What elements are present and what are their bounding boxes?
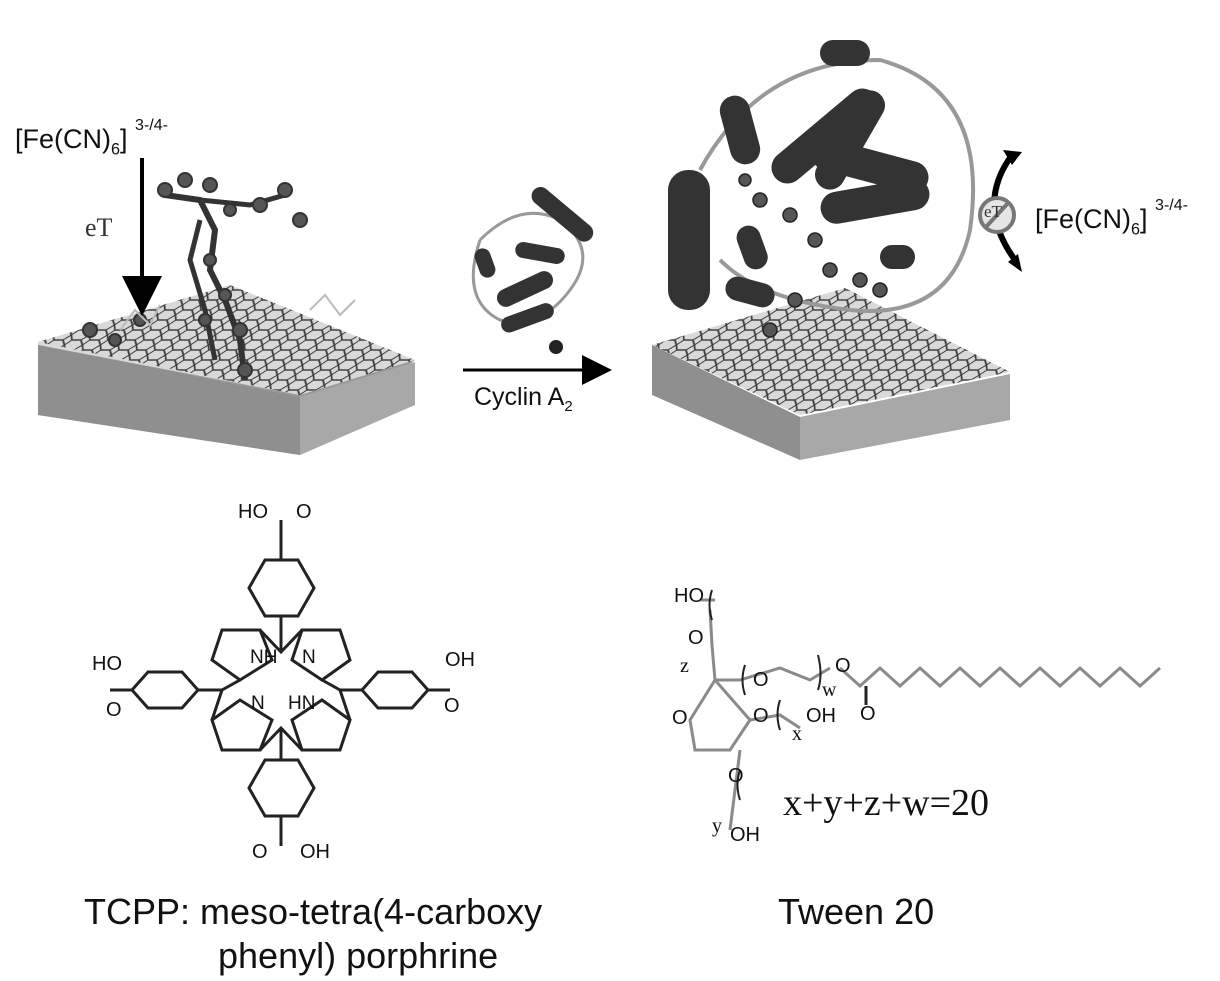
tween-x: x <box>792 723 802 745</box>
reagent-right: [Fe(CN)6] 3-/4- <box>1035 198 1188 238</box>
reagent-right-sup: 3-/4- <box>1155 197 1188 214</box>
reagent-left-close: ] <box>120 124 128 154</box>
arrow-label-base: Cyclin A <box>474 383 565 411</box>
bound-protein-complex <box>668 40 975 338</box>
tcpp-caption-line1: TCPP: meso-tetra(4-carboxy <box>84 891 543 932</box>
tcpp-ho-left: HO <box>92 653 122 675</box>
arrow-label: Cyclin A2 <box>474 383 573 415</box>
tween-y: y <box>712 815 722 837</box>
reagent-right-sub: 6 <box>1131 220 1141 239</box>
tween-brackets <box>708 589 822 801</box>
tcpp-nh: NH <box>250 647 278 668</box>
tcpp-molecule-model <box>82 172 308 381</box>
tween-formula: x+y+z+w=20 <box>783 782 990 824</box>
tween-o1: O <box>688 627 704 649</box>
tcpp-o-right: O <box>444 695 460 717</box>
left-electrode <box>38 285 415 455</box>
tcpp-n2: N <box>251 693 265 714</box>
arrow-label-sub: 2 <box>564 398 573 415</box>
tween-o6: O <box>728 765 744 787</box>
tcpp-hn: HN <box>288 693 316 714</box>
blocked-et-symbol <box>978 150 1022 272</box>
reagent-right-base: [Fe(CN) <box>1035 204 1131 234</box>
tween-o2: O <box>753 669 769 691</box>
tween-oh1: OH <box>806 705 836 727</box>
reagent-left-sub: 6 <box>111 140 121 159</box>
tcpp-structure <box>110 520 450 846</box>
tcpp-ho-top: HO <box>238 501 268 523</box>
et-label: eT <box>85 213 113 242</box>
tween-o3: O <box>835 655 851 677</box>
tcpp-n1: N <box>302 647 316 668</box>
reagent-right-close: ] <box>1140 204 1148 234</box>
tween-w: w <box>822 679 837 701</box>
blocked-et-label: eT <box>984 202 1002 221</box>
tcpp-o-top: O <box>296 501 312 523</box>
tween-ho: HO <box>674 585 704 607</box>
tween-oh2: OH <box>730 824 760 846</box>
tcpp-o-left: O <box>106 699 122 721</box>
tween-ring-o: O <box>672 707 688 729</box>
tween-caption: Tween 20 <box>778 891 935 932</box>
tween-z: z <box>680 655 689 677</box>
tween-o4: O <box>860 703 876 725</box>
cyclin-a2-protein <box>471 187 594 354</box>
tcpp-o-bottom: O <box>252 841 268 863</box>
tcpp-oh-right: OH <box>445 649 475 671</box>
tween-o5: O <box>753 705 769 727</box>
reagent-left-base: [Fe(CN) <box>15 124 111 154</box>
reagent-left-sup: 3-/4- <box>135 117 168 134</box>
tcpp-oh-bottom: OH <box>300 841 330 863</box>
right-electrode <box>652 288 1010 460</box>
tween20-structure <box>688 598 1162 831</box>
reagent-left: [Fe(CN)6] 3-/4- <box>15 118 168 158</box>
tcpp-caption-line2: phenyl) porphrine <box>218 935 499 976</box>
